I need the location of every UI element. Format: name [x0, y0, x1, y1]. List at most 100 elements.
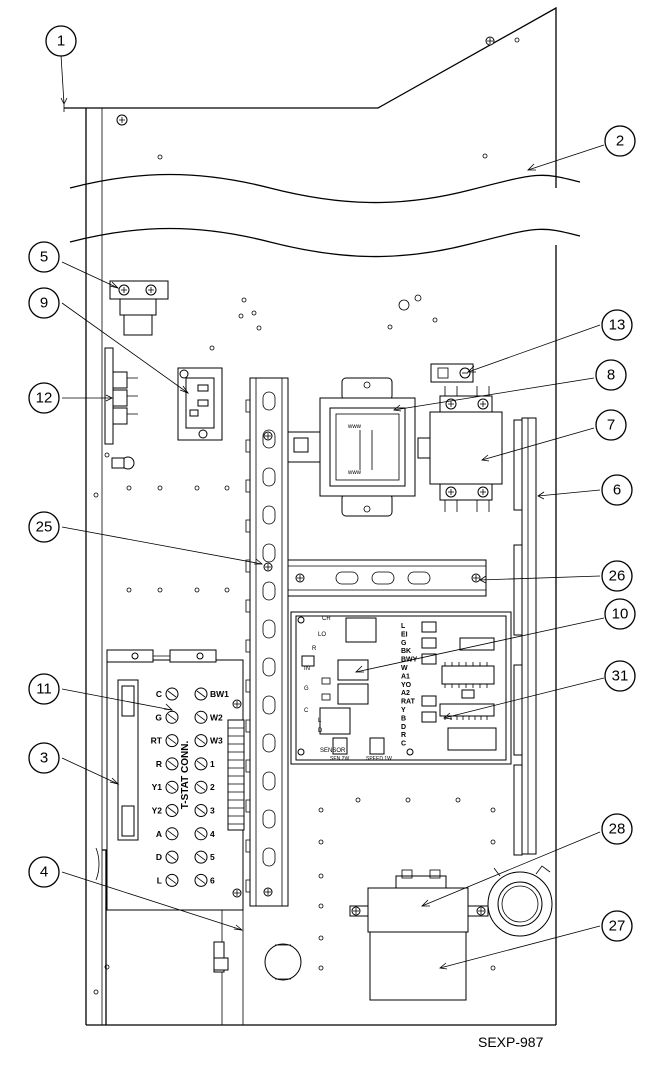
callout-1: 1: [45, 25, 77, 57]
part-10-control-board: [290, 611, 512, 765]
callout-label: 28: [609, 821, 626, 838]
connector-label: SPEED 1W: [366, 756, 392, 762]
callout-12: 12: [28, 382, 60, 414]
screw-slot: [196, 807, 206, 814]
board-label: R: [401, 732, 406, 739]
terminal-left-label: C: [156, 689, 162, 699]
terminal-right-label: 3: [210, 806, 215, 816]
callout-3: 3: [28, 742, 60, 774]
part-9-relay: [177, 367, 223, 441]
terminal-left-label: RT: [151, 736, 163, 746]
callout-label: 2: [616, 133, 624, 150]
terminal-right-label: W3: [210, 736, 223, 746]
terminal-right-label: 4: [210, 829, 215, 839]
callout-label: 10: [612, 606, 629, 623]
callout-26: 26: [601, 560, 633, 592]
callout-7: 7: [595, 409, 627, 441]
callout-label: 4: [40, 864, 48, 881]
cable-grommet: [487, 865, 553, 937]
cabinet-outline: [63, 6, 581, 1026]
board-label: RAT: [401, 699, 416, 706]
board-label: A1: [401, 673, 410, 680]
callout-11: 11: [28, 673, 60, 705]
callout-label: 31: [612, 668, 629, 685]
screw-slot: [196, 853, 206, 861]
callout-label: 1: [57, 33, 65, 50]
terminal-left-label: R: [156, 759, 162, 769]
board-label: R: [312, 646, 317, 652]
board-label: C: [401, 741, 406, 748]
screw-slot: [167, 853, 177, 861]
callout-6: 6: [601, 474, 633, 506]
callout-28: 28: [601, 813, 633, 845]
part-5-terminal: [109, 280, 169, 336]
board-label: EI: [401, 631, 408, 638]
terminal-left-label: L: [157, 875, 162, 885]
callout-2: 2: [604, 125, 636, 157]
callout-10: 10: [604, 598, 636, 630]
part-12-switches: [104, 347, 138, 470]
screw-slot: [196, 830, 206, 838]
callout-label: 26: [609, 568, 626, 585]
callout-label: 12: [36, 390, 53, 407]
callout-label: 8: [607, 367, 615, 384]
screw-slot: [167, 830, 177, 838]
callout-8: 8: [595, 359, 627, 391]
board-label: A2: [401, 690, 410, 697]
callout-5: 5: [28, 241, 60, 273]
callout-13: 13: [601, 309, 633, 341]
screw-slot: [196, 783, 206, 791]
terminal-right-label: W2: [210, 712, 223, 722]
callout-9: 9: [28, 287, 60, 319]
callout-27: 27: [601, 910, 633, 942]
callout-label: 25: [36, 519, 53, 536]
screw-slot: [167, 737, 177, 744]
board-label: BK: [401, 648, 411, 655]
terminal-left-label: Y2: [152, 806, 163, 816]
terminal-left-label: G: [155, 712, 162, 722]
callout-25: 25: [28, 511, 60, 543]
callout-label: 7: [607, 417, 615, 434]
screw-slot: [196, 760, 206, 768]
connector-label: SEN 2W: [330, 756, 349, 762]
terminal-left-label: Y1: [152, 782, 163, 792]
board-label: L: [318, 718, 322, 724]
screw-slot: [196, 690, 206, 698]
screw-slot: [167, 760, 177, 768]
board-label: D: [318, 728, 323, 734]
part-28-capacitor: [349, 869, 489, 933]
screw-slot: [167, 713, 177, 721]
board-label: G: [304, 686, 309, 692]
callout-label: 27: [609, 918, 626, 935]
board-label: Y: [401, 707, 406, 714]
svg-text:www: www: [347, 470, 362, 476]
screw-slot: [167, 783, 177, 791]
part-27-capacitor: [369, 931, 467, 1001]
leader-lines: [60, 54, 605, 970]
terminal-right-label: 2: [210, 782, 215, 792]
board-label: B: [401, 715, 406, 722]
callout-4: 4: [28, 856, 60, 888]
terminal-right-label: BW1: [210, 689, 229, 699]
board-label: L: [401, 623, 406, 630]
transformer-connector: [287, 431, 321, 463]
callout-label: 6: [613, 482, 621, 499]
terminal-right-label: 1: [210, 759, 215, 769]
board-label: YO: [401, 682, 412, 689]
svg-text:www: www: [347, 424, 362, 430]
screw-slot: [196, 737, 206, 744]
terminal-right-label: 6: [210, 875, 215, 885]
board-label: IN: [304, 666, 310, 672]
part-26-rail: [287, 559, 487, 597]
board-label: SENSOR: [320, 748, 346, 754]
part-6-bracket: [513, 417, 537, 856]
screw-slot: [167, 807, 177, 814]
part-8-transformer: www www: [319, 377, 416, 517]
part-7-contactor: [417, 386, 503, 512]
lower-left-panel: [95, 847, 244, 1025]
knockout: [264, 943, 302, 981]
board-label: C: [304, 708, 309, 714]
